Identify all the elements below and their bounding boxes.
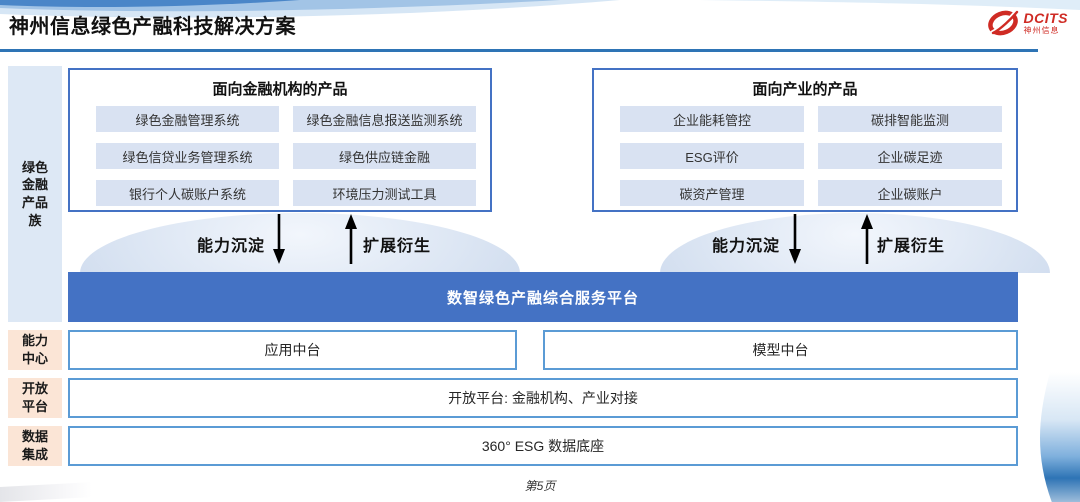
product-item: 绿色供应链金融 (293, 143, 476, 169)
product-item: 绿色金融信息报送监测系统 (293, 106, 476, 132)
product-item: 企业碳账户 (818, 180, 1002, 206)
page-title: 神州信息绿色产融科技解决方案 (9, 16, 296, 38)
page-number: 第5页 (524, 479, 556, 493)
product-item: 绿色信贷业务管理系统 (96, 143, 279, 169)
box-industry-products: 面向产业的产品 企业能耗管控 碳排智能监测 ESG评价 企业碳足迹 碳资产管理 … (592, 68, 1018, 212)
product-item: 银行个人碳账户系统 (96, 180, 279, 206)
box-industry-products-title: 面向产业的产品 (752, 81, 858, 98)
logo-brand-cn-text: 神州信息 (1023, 26, 1060, 35)
down-arrow-icon (273, 214, 285, 264)
product-item: 企业碳足迹 (818, 143, 1002, 169)
box-industry-products-items: 企业能耗管控 碳排智能监测 ESG评价 企业碳足迹 碳资产管理 企业碳账户 (594, 106, 1016, 206)
product-item: 绿色金融管理系统 (96, 106, 279, 132)
product-item: 环境压力测试工具 (293, 180, 476, 206)
box-open-platform: 开放平台: 金融机构、产业对接 (68, 378, 1018, 418)
header-divider (0, 49, 1038, 52)
rail-green-finance-product-family: 绿色 金融 产品 族 (8, 66, 62, 322)
box-financial-products-title: 面向金融机构的产品 (212, 81, 348, 98)
box-model-middle-platform: 模型中台 (543, 330, 1018, 370)
box-financial-products-items: 绿色金融管理系统 绿色金融信息报送监测系统 绿色信贷业务管理系统 绿色供应链金融… (70, 106, 490, 206)
up-arrow-icon (861, 214, 873, 264)
rail-data-integration: 数据 集成 (8, 426, 62, 466)
label-expand-derive-right: 扩展衍生 (877, 238, 946, 255)
dcits-swoosh-icon (987, 9, 1018, 36)
up-arrow-icon (345, 214, 357, 264)
company-logo: DCITS 神州信息 (986, 8, 1069, 38)
label-expand-derive-left: 扩展衍生 (363, 238, 432, 255)
rail-open-platform: 开放 平台 (8, 378, 62, 418)
logo-brand-text: DCITS (1023, 10, 1068, 26)
label-capability-deposit-left: 能力沉淀 (197, 238, 266, 255)
dome-right (660, 213, 1050, 273)
product-item: 碳排智能监测 (818, 106, 1002, 132)
product-item: ESG评价 (620, 143, 804, 169)
product-item: 企业能耗管控 (620, 106, 804, 132)
down-arrow-icon (789, 214, 801, 264)
label-capability-deposit-right: 能力沉淀 (712, 238, 781, 255)
dome-left (80, 213, 520, 273)
product-item: 碳资产管理 (620, 180, 804, 206)
rail-capability-center: 能力 中心 (8, 330, 62, 370)
platform-bar: 数智绿色产融综合服务平台 (68, 272, 1018, 322)
box-financial-products: 面向金融机构的产品 绿色金融管理系统 绿色金融信息报送监测系统 绿色信贷业务管理… (68, 68, 492, 212)
box-esg-data-base: 360° ESG 数据底座 (68, 426, 1018, 466)
box-application-middle-platform: 应用中台 (68, 330, 517, 370)
